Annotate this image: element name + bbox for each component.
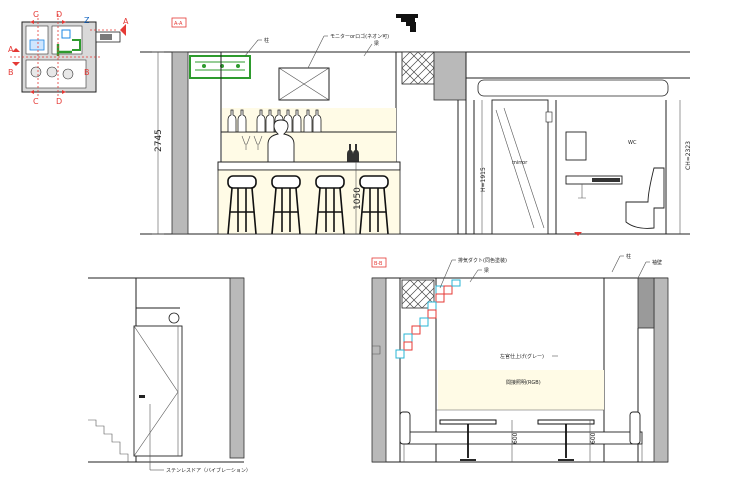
section-bb: B-B	[371, 253, 669, 463]
key-plan: C D A B B C D A Z	[8, 10, 129, 106]
annotation-lighting: 間接照明(RGB)	[506, 379, 541, 386]
annotation-beam: 梁	[374, 40, 379, 47]
dim-height: 2745	[154, 129, 164, 152]
annotation-monitor: モニターorロゴ(ネオン可)	[330, 33, 389, 40]
door-section-right-wall	[229, 277, 245, 459]
bartender-figure	[267, 119, 295, 165]
key-label-d-bottom: D	[56, 97, 62, 106]
bench-seat	[403, 431, 643, 445]
exhaust-duct	[395, 279, 461, 359]
wc-toilet	[625, 167, 665, 229]
green-fixture	[189, 55, 251, 79]
bb-right-wall	[653, 277, 669, 463]
annotation-side-wall: 袖壁	[652, 259, 662, 266]
tables	[439, 419, 595, 461]
bar-counter-top	[217, 161, 401, 171]
annotation-pillar: 柱	[264, 37, 269, 44]
annotation-finish: 左官仕上げ(グレー)	[500, 353, 544, 360]
bb-pillar	[637, 277, 655, 329]
annotation-bb-pillar: 柱	[626, 253, 631, 260]
right-beam	[433, 51, 467, 101]
key-label-c-bottom: C	[33, 97, 39, 106]
label-wc: WC	[628, 140, 637, 146]
dim-counter: 1050	[353, 187, 363, 210]
bb-left-wall	[371, 277, 387, 463]
key-label-c-top: C	[33, 10, 39, 19]
dim-table-left: 600	[512, 432, 519, 444]
section-bb-tag-box	[371, 257, 387, 268]
dim-ceiling: CH=2323	[685, 141, 692, 170]
dim-door: H=1915	[480, 167, 487, 192]
section-aa: A-A 2745 柱 モニターorロゴ(ネオン可) 梁	[140, 14, 692, 236]
key-label-b-left: B	[8, 68, 14, 77]
section-bb-tag: B-B	[374, 261, 383, 267]
dim-table-right: 600	[590, 432, 597, 444]
section-aa-tag-box	[171, 17, 187, 28]
annotation-bb-beam: 梁	[484, 267, 489, 274]
annotation-duct: 排気ダクト(同色塗装)	[458, 257, 507, 264]
section-aa-tag: A-A	[174, 21, 183, 27]
bar-stools	[227, 175, 389, 235]
key-label-b-right: B	[84, 68, 90, 77]
annotation-door: ステンレスドア（バイブレーション）	[166, 467, 251, 474]
left-pillar	[171, 51, 189, 235]
key-label-z: Z	[84, 16, 90, 25]
ceiling-duct-icon	[396, 14, 418, 32]
key-label-a-right: A	[123, 17, 129, 26]
key-label-a-left: A	[8, 45, 14, 54]
key-label-d-top: D	[56, 10, 62, 19]
label-mirror: mirror	[512, 160, 528, 166]
wc-mirror	[565, 131, 587, 161]
section-door: ステンレスドア（バイブレーション）	[88, 277, 251, 474]
stairs	[88, 419, 129, 462]
indirect-lighting-glow	[438, 370, 604, 410]
stainless-door	[133, 325, 183, 457]
